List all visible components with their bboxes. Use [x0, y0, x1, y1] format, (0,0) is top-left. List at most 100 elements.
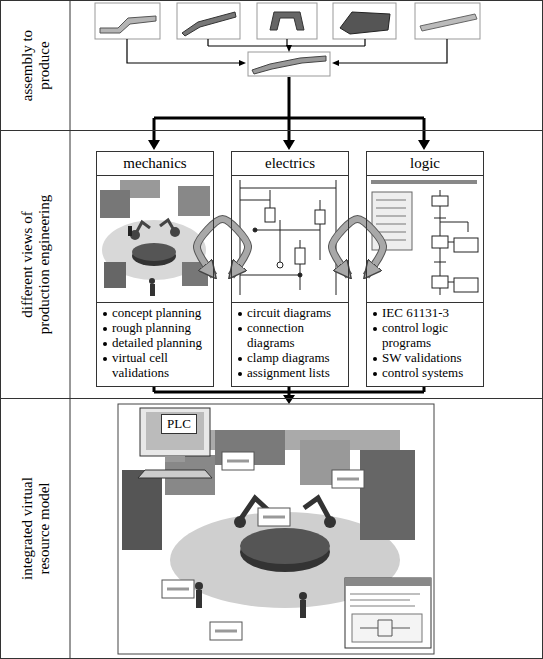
bullet-dot	[103, 342, 107, 346]
bullet-dot	[238, 372, 242, 376]
band-label: assembly to produce	[19, 8, 54, 123]
bullet-text: concept planning	[112, 306, 201, 321]
cycle-arrow	[197, 219, 248, 276]
bullet-dot	[238, 357, 242, 361]
view-header: mechanics	[97, 152, 213, 176]
bullet-text: rough planning	[112, 321, 191, 336]
robot-cell-picture	[100, 180, 210, 296]
robot-cell-picture	[128, 226, 132, 236]
arrow-body	[197, 219, 248, 276]
bullet-text: IEC 61131-3	[382, 306, 449, 321]
band-label: different views of production engineerin…	[19, 177, 54, 352]
view-title: logic	[371, 154, 479, 172]
virtual-cell-picture	[118, 404, 434, 654]
virtual-cell-picture	[324, 516, 336, 528]
robot-cell-picture	[132, 243, 176, 261]
virtual-cell-picture	[360, 450, 415, 540]
virtual-cell-picture	[352, 614, 422, 642]
split-arrows	[418, 140, 430, 150]
circuit-picture	[240, 180, 336, 295]
band-label: integrated virtual resource model	[19, 454, 54, 604]
picture-area	[97, 176, 213, 302]
virtual-cell-picture	[234, 516, 246, 528]
virtual-cell-picture	[300, 600, 306, 618]
virtual-cell-picture	[118, 404, 434, 654]
bullet-dot	[373, 312, 377, 316]
bullet-text: clamp diagrams	[247, 351, 330, 366]
sfc-picture	[432, 276, 448, 288]
sfc-picture	[454, 238, 478, 252]
bullet-text: virtual cell validations	[112, 351, 209, 381]
tag-label: PLC	[167, 416, 191, 431]
virtual-cell-picture	[140, 408, 210, 456]
virtual-cell-picture	[195, 582, 203, 590]
robot-cell-picture	[100, 190, 130, 218]
virtual-cell-picture	[162, 452, 364, 640]
part-picture	[420, 14, 477, 31]
view-title: mechanics	[101, 154, 209, 172]
merge-arrows	[127, 39, 447, 66]
band-row: integrated virtual resource model PLC	[0, 398, 543, 659]
virtual-cell-picture	[299, 592, 307, 600]
column-divider	[70, 0, 71, 659]
circuit-picture	[298, 273, 302, 277]
bullet-item: control logic programs	[373, 321, 479, 351]
part-picture	[340, 12, 390, 34]
virtual-cell-picture	[122, 470, 162, 550]
circuit-picture	[253, 228, 257, 232]
virtual-cell-picture	[165, 456, 185, 462]
virtual-cell-picture	[360, 620, 410, 636]
bullet-item: circuit diagrams	[238, 306, 344, 321]
part-picture	[182, 12, 236, 36]
bullet-item: assignment lists	[238, 366, 344, 381]
band-label-holder: assembly to produce	[1, 1, 71, 130]
circuit-picture	[265, 208, 275, 222]
view-title: electrics	[236, 154, 344, 172]
merge-arrows	[154, 386, 424, 404]
band-row: assembly to produce	[0, 0, 543, 131]
assembly-picture	[252, 56, 326, 74]
robot-cell-picture	[178, 186, 210, 216]
robot-cell-picture	[149, 278, 155, 284]
plc-tag: PLC	[161, 414, 197, 434]
view-box: logicIEC 61131-3control logic programsSW…	[366, 151, 484, 387]
view-box: mechanicsconcept planningrough planningd…	[96, 151, 214, 387]
bullet-text: control systems	[382, 366, 463, 381]
part-picture	[415, 3, 480, 39]
circuit-picture	[315, 210, 325, 224]
sfc-picture	[432, 196, 448, 206]
view-header: electrics	[232, 152, 348, 176]
virtual-cell-picture	[196, 590, 202, 608]
assembly-picture	[248, 52, 330, 76]
part-picture	[257, 3, 317, 39]
part-picture	[100, 16, 156, 33]
part-picture	[95, 3, 160, 39]
merge-arrows	[239, 60, 246, 66]
split-arrows	[148, 77, 430, 150]
virtual-cell-picture	[240, 528, 330, 564]
view-box: electricscircuit diagramsconnection diag…	[231, 151, 349, 387]
bullet-item: virtual cell validations	[103, 351, 209, 381]
sfc-picture	[432, 236, 448, 248]
circuit-picture	[295, 248, 305, 264]
bullet-item: concept planning	[103, 306, 209, 321]
split-arrows	[283, 140, 295, 150]
virtual-cell-picture	[167, 461, 359, 631]
bullet-dot	[373, 372, 377, 376]
sfc-picture	[454, 278, 478, 292]
virtual-cell-picture	[138, 470, 212, 478]
picture-area	[367, 176, 483, 302]
robot-cell-picture	[150, 284, 155, 296]
bullet-dot	[103, 327, 107, 331]
bullet-dot	[238, 312, 242, 316]
sfc-picture	[371, 180, 477, 184]
arrow-outline	[332, 219, 383, 276]
assembly-picture	[248, 52, 330, 76]
cycle-arrow	[332, 219, 383, 276]
picture-area	[232, 176, 348, 302]
bullet-text: control logic programs	[382, 321, 479, 351]
merge-arrows	[283, 395, 295, 404]
virtual-cell-picture	[146, 412, 204, 450]
merge-arrows	[154, 386, 424, 396]
